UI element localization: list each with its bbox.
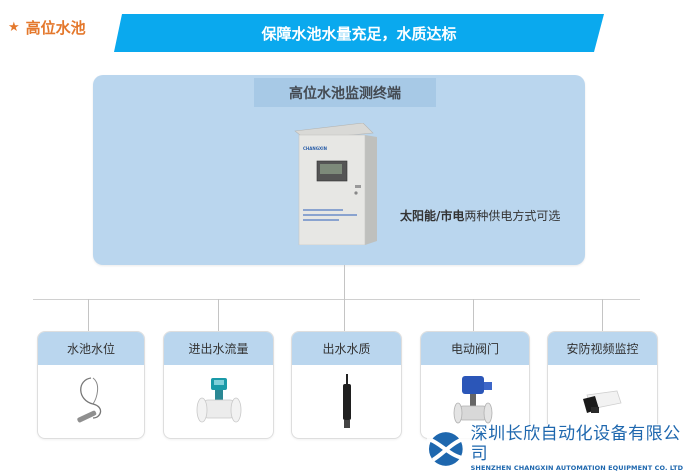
water-quality-probe-icon (342, 373, 351, 428)
device-card-header: 安防视频监控 (548, 332, 657, 365)
device-card-header: 电动阀门 (421, 332, 529, 365)
level-sensor-icon (77, 376, 102, 422)
company-logo: 深圳长欣自动化设备有限公司 SHENZHEN CHANGXIN AUTOMATI… (427, 424, 700, 473)
slogan-banner: 保障水池水量充足，水质达标 (114, 14, 604, 52)
device-label: 出水水质 (322, 342, 371, 356)
company-name-en: SHENZHEN CHANGXIN AUTOMATION EQUIPMENT C… (470, 464, 684, 472)
svg-text:CHANGXIN: CHANGXIN (303, 146, 327, 151)
section-label: ★ 高位水池 (8, 17, 86, 38)
device-card-valve: 电动阀门 (420, 331, 530, 439)
slogan-text: 保障水池水量充足，水质达标 (261, 24, 457, 43)
device-card-water-quality: 出水水质 (291, 331, 402, 439)
power-note-rest: 两种供电方式可选 (464, 209, 561, 223)
terminal-title-text: 高位水池监测终端 (289, 85, 401, 102)
device-card-header: 水池水位 (38, 332, 144, 365)
device-label: 进出水流量 (188, 342, 249, 356)
company-name-cn: 深圳长欣自动化设备有限公司 (470, 424, 681, 464)
connector-4 (473, 299, 474, 331)
device-card-camera: 安防视频监控 (547, 331, 658, 439)
security-camera-icon (582, 390, 622, 413)
terminal-panel: 高位水池监测终端 CHANGXIN 太阳能/市电两种供电方式可选 (93, 75, 585, 265)
connector-5 (602, 299, 603, 331)
device-label: 电动阀门 (450, 342, 499, 356)
flow-meter-icon (196, 377, 241, 422)
connector-1 (88, 299, 89, 331)
device-card-header: 出水水质 (292, 332, 401, 365)
connector-3 (344, 299, 345, 331)
device-label: 安防视频监控 (566, 342, 639, 356)
terminal-title: 高位水池监测终端 (254, 78, 436, 107)
star-icon: ★ (8, 20, 20, 35)
power-supply-note: 太阳能/市电两种供电方式可选 (400, 207, 560, 224)
device-label: 水池水位 (66, 342, 115, 356)
connector-main (344, 265, 345, 299)
device-card-water-level: 水池水位 (37, 331, 145, 439)
device-card-header: 进出水流量 (164, 332, 273, 365)
power-note-bold: 太阳能/市电 (400, 209, 465, 223)
electric-valve-icon (453, 375, 493, 423)
device-card-flow: 进出水流量 (163, 331, 274, 439)
section-title: 高位水池 (25, 19, 86, 37)
company-logo-icon (428, 431, 464, 466)
monitoring-cabinet-image: CHANGXIN (294, 123, 377, 245)
connector-2 (218, 299, 219, 331)
connector-bus (33, 299, 640, 300)
